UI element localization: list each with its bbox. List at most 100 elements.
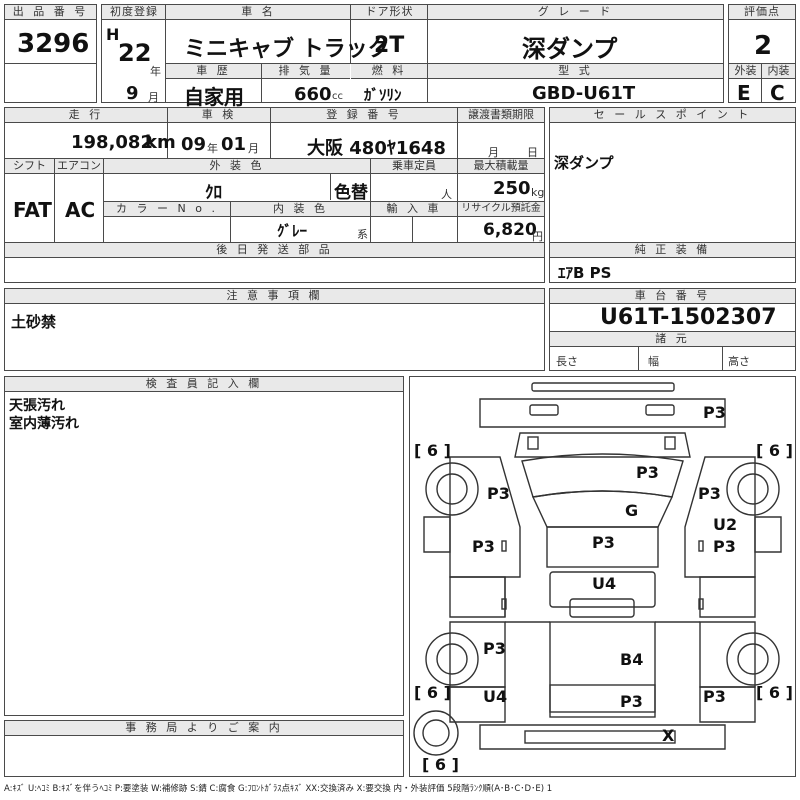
legend: A:ｷｽﾞ U:ﾍｺﾐ B:ｷｽﾞを伴うﾍｺﾐ P:要塗装 W:補修跡 S:錆 … (4, 784, 553, 794)
ext-grade: E (737, 81, 751, 105)
mileage-label: 走 行 (5, 108, 167, 123)
plate-label: 登 録 番 号 (271, 108, 457, 123)
era: H (106, 25, 120, 44)
score-box: 評価点 2 外装 内装 E C (728, 4, 796, 105)
mark-top-p3: P3 (703, 403, 726, 422)
load-unit: kg (531, 186, 545, 199)
fuel: ｶﾞｿﾘﾝ (364, 86, 402, 104)
shift: FAT (13, 198, 52, 222)
transfer-label: 譲渡書類期限 (458, 108, 544, 123)
mark-left-bed-p3: P3 (483, 639, 506, 658)
mark-right-front-p3: P3 (698, 484, 721, 503)
ac-label: エアコン (55, 159, 103, 174)
recycle-label: リサイクル預託金 (458, 202, 544, 217)
sales-point: 深ダンプ (554, 154, 614, 172)
grade-label: グ レ ー ド (428, 5, 723, 20)
width-label: 幅 (648, 355, 659, 368)
tire-front-left: [ 6 ] (414, 441, 451, 460)
caution-box: 注 意 事 項 欄 土砂禁 (4, 288, 545, 371)
inspection-year: 09 (181, 134, 207, 155)
interior-color: ｸﾞﾚｰ (277, 222, 308, 240)
transfer-month-unit: 月 (488, 146, 499, 159)
lot-number: 3296 (17, 29, 90, 59)
chassis-number: U61T-1502307 (600, 305, 777, 330)
car-name-label: 車 名 (166, 5, 351, 20)
details-box: 走 行 車 検 登 録 番 号 譲渡書類期限 198,082 km 09 年 0… (4, 107, 545, 283)
mark-center-p3: P3 (592, 533, 615, 552)
mark-hood-p3: P3 (636, 463, 659, 482)
office-label: 事 務 局 よ り ご 案 内 (5, 721, 403, 736)
mark-left-door-p3: P3 (472, 537, 495, 556)
sales-box: セ ー ル ス ポ イ ン ト 深ダンプ 純 正 装 備 ｴｱB PS (549, 107, 796, 283)
equipment: ｴｱB PS (558, 264, 612, 282)
later-parts-label: 後 日 発 送 部 品 (5, 243, 544, 258)
capacity-unit: 人 (441, 188, 452, 201)
sales-point-label: セ ー ル ス ポ イ ン ト (550, 108, 795, 123)
lot-box: 出 品 番 号 3296 (4, 4, 97, 103)
interior-color-label: 内 装 色 (231, 202, 370, 217)
tire-rear-left: [ 6 ] (414, 683, 451, 702)
month-unit: 月 (148, 91, 159, 104)
history-label: 車 歴 (166, 64, 261, 79)
first-reg-year: 22 (118, 39, 152, 67)
mark-right-door-p3: P3 (713, 537, 736, 556)
inspector-note-1: 天張汚れ (9, 398, 65, 414)
score-label: 評価点 (729, 5, 795, 20)
int-grade: C (770, 81, 785, 105)
spec-label: 諸 元 (550, 332, 795, 347)
recycle-unit: 円 (532, 230, 543, 243)
fuel-label: 燃 料 (351, 64, 427, 79)
plate-number: 大阪 480ﾔ1648 (307, 138, 446, 159)
transfer-day-unit: 日 (527, 146, 538, 159)
tire-rear-right: [ 6 ] (756, 683, 793, 702)
history: 自家用 (184, 85, 244, 109)
displacement-label: 排 気 量 (262, 64, 350, 79)
capacity-label: 乗車定員 (371, 159, 457, 174)
mark-roof-u4: U4 (592, 574, 617, 593)
equipment-label: 純 正 装 備 (550, 243, 795, 258)
grade: 深ダンプ (522, 35, 618, 63)
chassis-box: 車 台 番 号 U61T-1502307 諸 元 長さ 幅 高さ (549, 288, 796, 371)
model-label: 型 式 (428, 64, 723, 79)
truck-outline (413, 382, 782, 756)
model: GBD-U61T (532, 83, 636, 104)
mark-left-rear-u4: U4 (483, 687, 508, 706)
lot-label: 出 品 番 号 (5, 5, 96, 20)
ext-label: 外装 (729, 64, 762, 79)
color-label: 外 装 色 (104, 159, 370, 174)
first-reg-label: 初度登録 (102, 5, 166, 20)
ac: AC (65, 198, 96, 222)
office-box: 事 務 局 よ り ご 案 内 (4, 720, 404, 777)
mark-left-front-p3: P3 (487, 484, 510, 503)
car-name: ミニキャブ トラック (184, 37, 390, 62)
shift-label: シフト (5, 159, 54, 174)
inspector-note-2: 室内薄汚れ (9, 416, 79, 432)
score: 2 (754, 31, 773, 61)
caution-label: 注 意 事 項 欄 (5, 289, 544, 304)
tire-front-right: [ 6 ] (756, 441, 793, 460)
load-label: 最大積載量 (458, 159, 544, 174)
int-label: 内装 (762, 64, 795, 79)
door-label: ドア形状 (351, 5, 428, 20)
chassis-label: 車 台 番 号 (550, 289, 795, 304)
mark-glass-g: G (625, 501, 639, 520)
mark-right-rear-p3: P3 (703, 687, 726, 706)
mileage-unit: km (145, 132, 176, 153)
tire-spare: [ 6 ] (422, 755, 459, 774)
mark-tail-x: X (662, 726, 675, 745)
mark-bed-b4: B4 (620, 650, 644, 669)
mileage: 198,082 (71, 132, 153, 153)
interior-color-unit: 系 (357, 228, 368, 241)
first-reg-month: 9 (126, 83, 139, 104)
vehicle-diagram: [ 6 ] [ 6 ] [ 6 ] [ 6 ] [ 6 ] P3 P3 P3 P… (409, 376, 796, 777)
year-unit: 年 (150, 65, 161, 78)
inspection-year-unit: 年 (207, 142, 218, 155)
max-load: 250 (493, 178, 531, 199)
door-type: 2T (374, 33, 405, 58)
inspector-box: 検 査 員 記 入 欄 天張汚れ 室内薄汚れ (4, 376, 404, 716)
inspection-label: 車 検 (168, 108, 270, 123)
color-no-label: カ ラ ー N o . (104, 202, 230, 217)
import-label: 輸 入 車 (371, 202, 457, 217)
inspector-label: 検 査 員 記 入 欄 (5, 377, 403, 392)
main-header-box: 初度登録 車 名 ドア形状 グ レ ー ド H 22 年 ミニキャブ トラック … (101, 4, 724, 109)
